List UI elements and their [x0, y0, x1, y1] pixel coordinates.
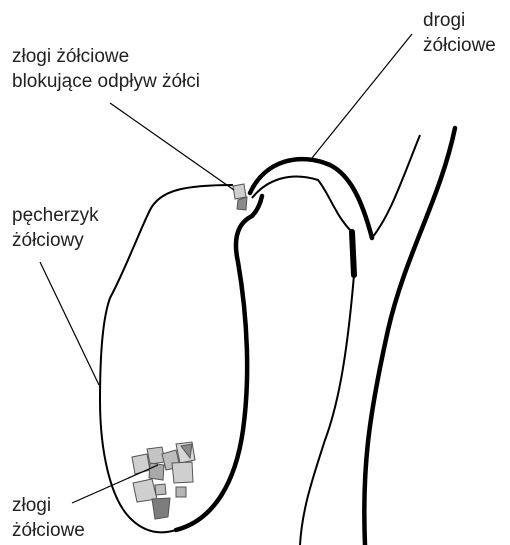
label-stones-line2: żółciowe	[12, 518, 85, 543]
stone	[132, 454, 150, 474]
label-bile-ducts-line1: drogi	[423, 8, 496, 33]
stone	[176, 487, 186, 497]
cystic-duct-inner-wall	[252, 177, 352, 232]
label-gallbladder-line2: żółciowy	[12, 228, 99, 253]
bile-duct-right-wall	[364, 128, 455, 545]
label-gallbladder: pęcherzyk żółciowy	[12, 203, 99, 253]
label-bile-ducts: drogi żółciowe	[423, 8, 496, 58]
leader-line-blocking-stones	[110, 103, 234, 190]
label-blocking-stones-line2: blokujące odpływ żółci	[12, 69, 200, 94]
label-bile-ducts-line2: żółciowe	[423, 33, 496, 58]
leader-line-bile-ducts	[312, 34, 412, 158]
label-blocking-stones: złogi żółciowe blokujące odpływ żółci	[12, 44, 200, 94]
label-blocking-stones-line1: złogi żółciowe	[12, 44, 200, 69]
stone	[155, 484, 166, 495]
neck-stone	[237, 197, 247, 210]
leader-line-gallbladder	[40, 262, 99, 385]
gallbladder-outer-wall	[100, 185, 233, 532]
stone	[152, 498, 170, 519]
hepatic-duct-branch	[372, 135, 420, 238]
label-stones: złogi żółciowe	[12, 493, 85, 543]
duct-junction-thick	[352, 232, 354, 275]
cystic-duct-top-wall	[250, 159, 372, 238]
stone	[172, 462, 193, 483]
neck-stone	[233, 184, 246, 199]
label-gallbladder-line1: pęcherzyk	[12, 203, 99, 228]
label-stones-line1: złogi	[12, 493, 85, 518]
bile-duct-left-wall	[300, 275, 354, 545]
